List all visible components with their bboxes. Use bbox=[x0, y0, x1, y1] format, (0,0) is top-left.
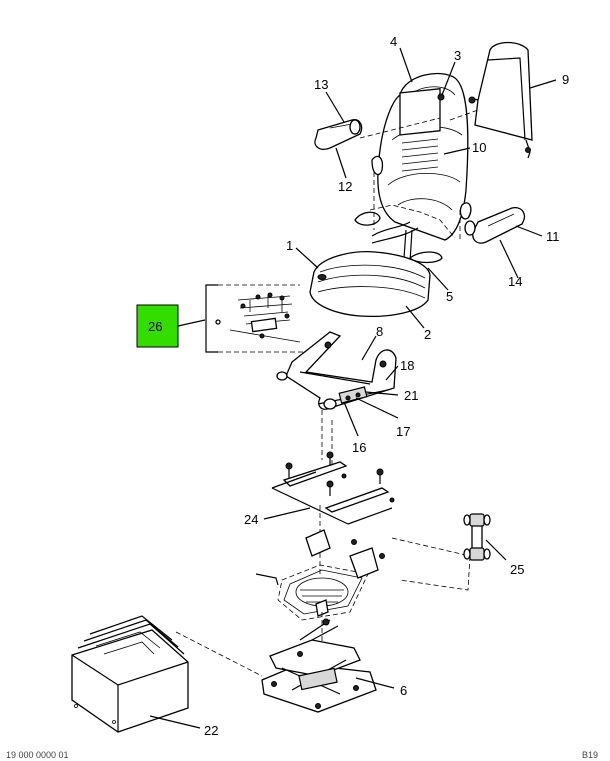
callout-21[interactable]: 21 bbox=[404, 388, 418, 403]
callout-9[interactable]: 9 bbox=[562, 72, 569, 87]
callout-1[interactable]: 1 bbox=[286, 238, 293, 253]
mounting-plate-part bbox=[255, 529, 385, 621]
hardware-kit-part bbox=[205, 284, 318, 353]
callout-4[interactable]: 4 bbox=[390, 34, 397, 49]
seat-frame-part bbox=[276, 331, 397, 410]
callout-25[interactable]: 25 bbox=[510, 562, 524, 577]
seat-back-part bbox=[371, 72, 472, 241]
footer-left-text: 19 000 0000 01 bbox=[6, 750, 69, 760]
lumbar-support-part bbox=[399, 88, 441, 136]
callout-11[interactable]: 11 bbox=[546, 229, 560, 244]
callout-3[interactable]: 3 bbox=[454, 48, 461, 63]
seat-cushion-part bbox=[309, 251, 431, 318]
shock-absorber-part bbox=[463, 513, 491, 561]
callout-5[interactable]: 5 bbox=[446, 289, 453, 304]
callout-12[interactable]: 12 bbox=[338, 179, 352, 194]
callout-16[interactable]: 16 bbox=[352, 440, 366, 455]
callout-18[interactable]: 18 bbox=[400, 358, 414, 373]
headrest-frame-part bbox=[468, 41, 533, 159]
slide-rails-part bbox=[271, 451, 395, 525]
left-armrest-part bbox=[314, 119, 363, 150]
right-armrest-part bbox=[464, 207, 526, 244]
callout-14[interactable]: 14 bbox=[508, 274, 522, 289]
suspension-part bbox=[261, 618, 377, 713]
leader-lines bbox=[149, 47, 557, 729]
suspension-cover-part bbox=[71, 615, 189, 733]
callout-17[interactable]: 17 bbox=[396, 424, 410, 439]
callout-10[interactable]: 10 bbox=[472, 140, 486, 155]
callout-2[interactable]: 2 bbox=[424, 327, 431, 342]
callout-24[interactable]: 24 bbox=[244, 512, 258, 527]
callout-26-highlight-box[interactable] bbox=[136, 304, 179, 348]
callout-26[interactable]: 26 bbox=[148, 319, 162, 334]
callout-22[interactable]: 22 bbox=[204, 723, 218, 738]
callout-6[interactable]: 6 bbox=[400, 683, 407, 698]
callout-13[interactable]: 13 bbox=[314, 77, 328, 92]
callout-8[interactable]: 8 bbox=[376, 324, 383, 339]
footer-right-text: B19 bbox=[582, 750, 598, 760]
